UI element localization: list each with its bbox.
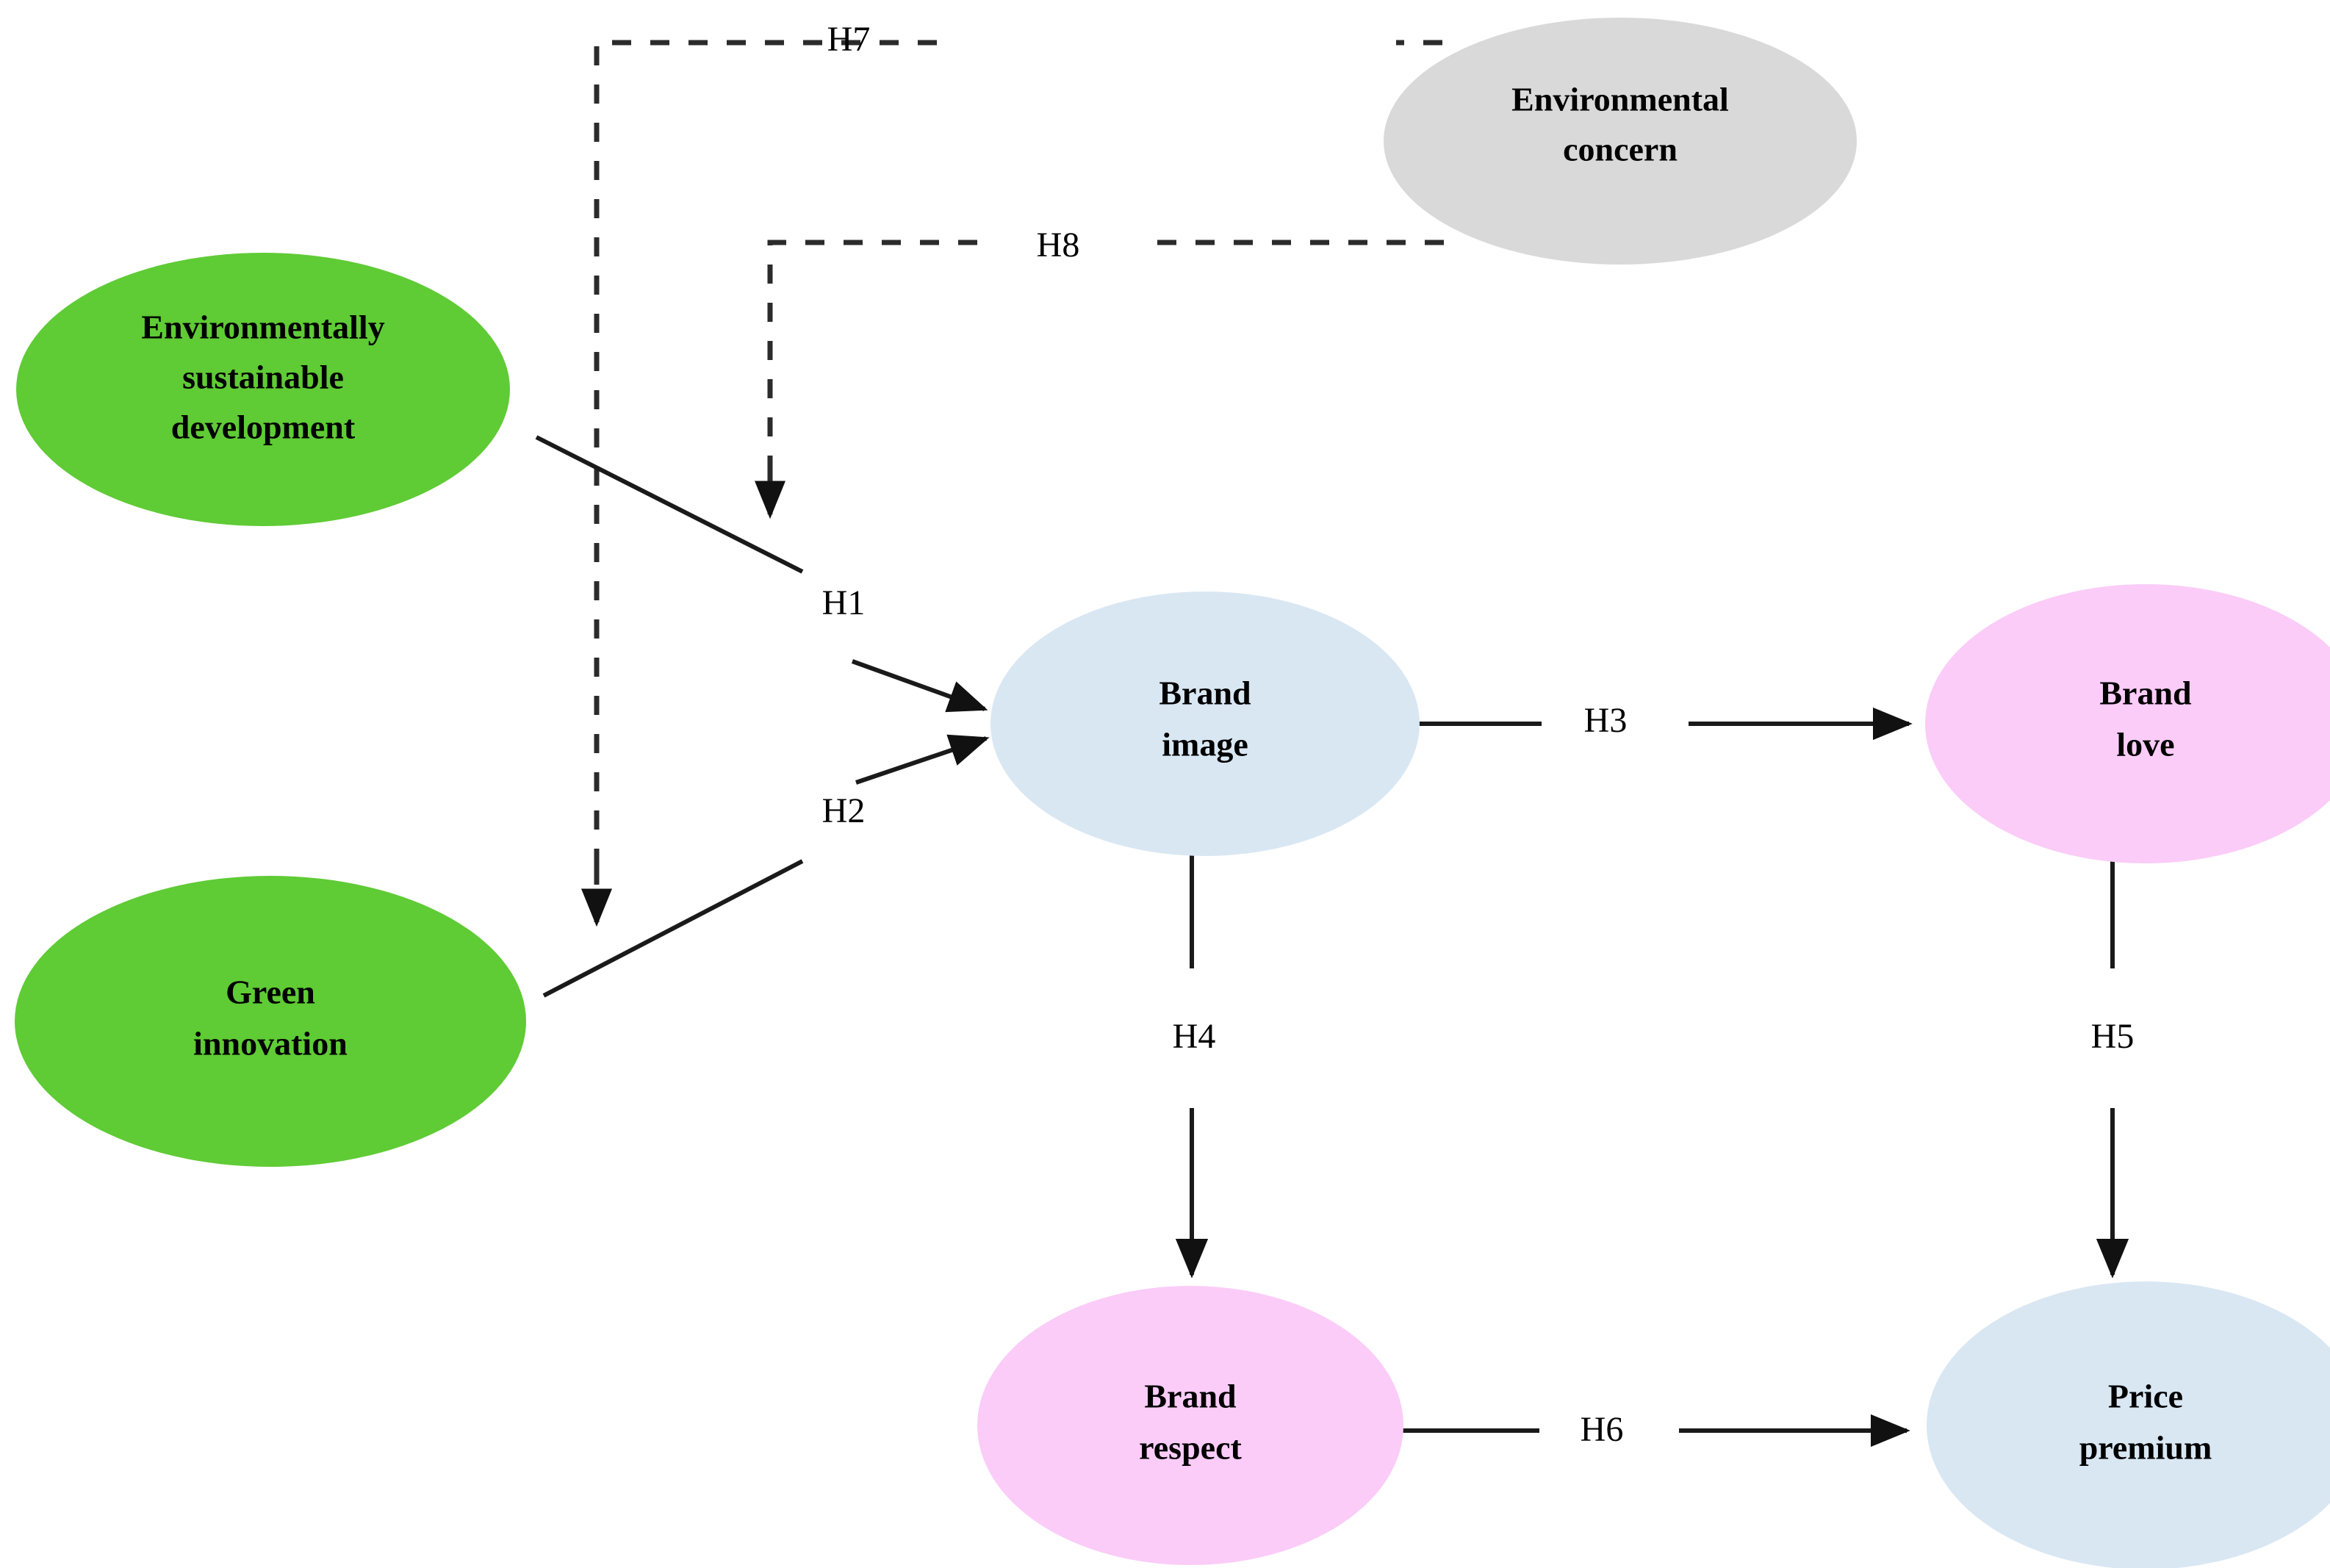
node-environmental-concern[interactable]: Environmental concern xyxy=(1384,18,1857,265)
node-label-esd-line2: sustainable xyxy=(182,359,344,396)
edge-h1-arrow-segment xyxy=(851,659,988,713)
edge-label-h1: H1 xyxy=(822,583,866,622)
edge-h4: H4 xyxy=(1173,854,1216,1279)
node-label-brand-respect-line2: respect xyxy=(1139,1429,1242,1467)
node-ellipse-esd[interactable] xyxy=(16,253,510,526)
node-ellipse-brand-image[interactable] xyxy=(990,591,1420,856)
node-label-brand-love-line2: love xyxy=(2116,726,2174,763)
node-label-gi-line1: Green xyxy=(226,974,315,1011)
node-label-brand-respect-line1: Brand xyxy=(1144,1378,1237,1415)
node-label-esd-line1: Environmentally xyxy=(141,309,384,346)
edge-h8-segment-left xyxy=(767,240,977,463)
edge-label-h7: H7 xyxy=(827,20,871,59)
edge-label-h2: H2 xyxy=(822,791,866,830)
edge-label-h4: H4 xyxy=(1173,1017,1216,1056)
edge-h1-upper-segment xyxy=(535,435,804,574)
edge-h2: H2 xyxy=(542,734,990,998)
edge-label-h6: H6 xyxy=(1581,1410,1624,1449)
node-ellipse-price-premium[interactable] xyxy=(1927,1281,2330,1568)
edge-h1: H1 xyxy=(535,435,988,713)
node-ellipse-environmental-concern[interactable] xyxy=(1384,18,1857,265)
edge-label-h5: H5 xyxy=(2091,1017,2135,1056)
node-brand-respect[interactable]: Brand respect xyxy=(977,1286,1403,1565)
node-label-brand-love-line1: Brand xyxy=(2099,675,2192,712)
node-green-innovation[interactable]: Green innovation xyxy=(15,876,526,1167)
edge-label-h3: H3 xyxy=(1584,701,1628,740)
node-ellipse-brand-love[interactable] xyxy=(1925,584,2330,863)
node-label-brand-image-line2: image xyxy=(1162,726,1248,763)
node-label-brand-image-line1: Brand xyxy=(1159,675,1251,712)
node-brand-love[interactable]: Brand love xyxy=(1925,584,2330,863)
node-label-ec-line1: Environmental xyxy=(1511,81,1729,118)
node-label-price-premium-line2: premium xyxy=(2079,1429,2212,1467)
edge-h6: H6 xyxy=(1395,1410,1910,1449)
edge-h7-segment-left xyxy=(594,40,937,866)
node-ellipse-brand-respect[interactable] xyxy=(977,1286,1403,1565)
node-environmentally-sustainable-development[interactable]: Environmentally sustainable development xyxy=(16,253,510,526)
edge-h7: H7 xyxy=(581,20,1442,927)
edge-h2-lower-segment xyxy=(542,859,804,998)
node-brand-image[interactable]: Brand image xyxy=(990,591,1420,856)
edge-h3: H3 xyxy=(1395,701,1913,741)
edge-h5: H5 xyxy=(2091,861,2135,1279)
node-label-gi-line2: innovation xyxy=(193,1025,348,1062)
node-label-esd-line3: development xyxy=(171,409,356,446)
edge-h8: H8 xyxy=(755,226,1444,519)
node-label-ec-line2: concern xyxy=(1563,131,1678,168)
node-ellipse-green-innovation[interactable] xyxy=(15,876,526,1167)
node-price-premium[interactable]: Price premium xyxy=(1927,1281,2330,1568)
node-label-price-premium-line1: Price xyxy=(2108,1378,2183,1415)
edge-h2-arrow-segment xyxy=(855,734,990,785)
edge-label-h8: H8 xyxy=(1037,226,1080,265)
